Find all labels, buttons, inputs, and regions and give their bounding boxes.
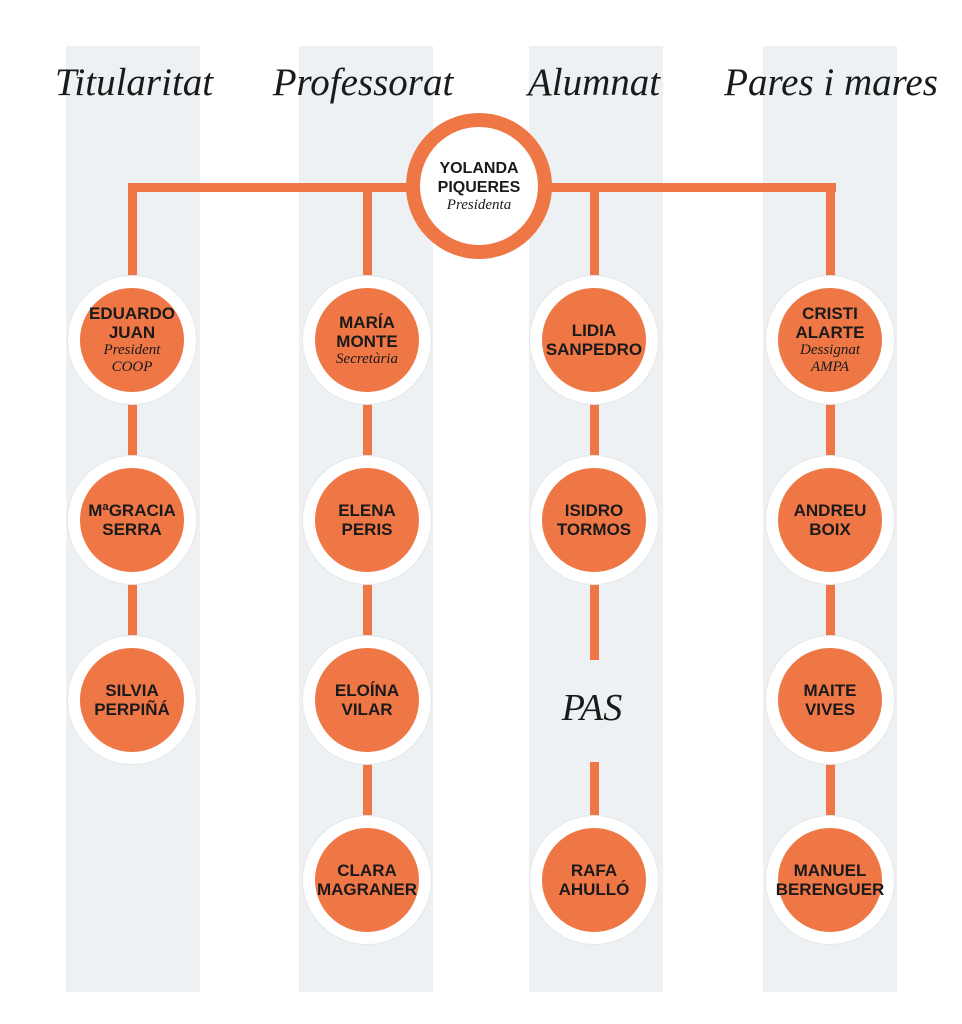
- person-name-line1: SILVIA: [105, 681, 159, 700]
- person-name-line1: YOLANDA: [439, 159, 519, 177]
- person-name-line2: JUAN: [108, 323, 156, 342]
- person-name-line2: PIQUERES: [437, 178, 521, 196]
- person-role: AMPA: [810, 359, 850, 375]
- connector-line: [590, 388, 599, 518]
- person-name-line1: EDUARDO: [89, 304, 175, 323]
- member-node: ISIDRO TORMOS: [530, 456, 658, 584]
- person-name-line2: TORMOS: [556, 520, 632, 539]
- member-node: RAFA AHULLÓ: [530, 816, 658, 944]
- member-node: ELENA PERIS: [303, 456, 431, 584]
- person-name-line1: CLARA: [337, 861, 397, 880]
- connector-line: [363, 388, 372, 518]
- person-name-line2: SERRA: [102, 520, 162, 539]
- member-node: MARÍA MONTE Secretària: [303, 276, 431, 404]
- member-node: ANDREU BOIX: [766, 456, 894, 584]
- person-name-line1: CRISTI: [802, 304, 858, 323]
- person-name-line2: ALARTE: [795, 323, 865, 342]
- connector-line: [590, 568, 599, 660]
- person-role: Dessignat: [800, 342, 860, 358]
- member-node: ELOÍNA VILAR: [303, 636, 431, 764]
- person-name-line2: VILAR: [341, 700, 393, 719]
- member-node: LIDIA SANPEDRO: [530, 276, 658, 404]
- member-node: CLARA MAGRANER: [303, 816, 431, 944]
- column-title-pares: Pares i mares: [724, 61, 938, 104]
- person-name-line1: LIDIA: [571, 321, 617, 340]
- member-node: CRISTI ALARTE Dessignat AMPA: [766, 276, 894, 404]
- person-name-line2: MONTE: [336, 331, 398, 351]
- person-name-line2: AHULLÓ: [558, 880, 630, 899]
- person-name-line2: BERENGUER: [775, 880, 885, 899]
- person-name-line1: ELOÍNA: [334, 681, 400, 700]
- person-name-line2: BOIX: [809, 520, 851, 539]
- person-name-line1: MARÍA: [339, 312, 395, 332]
- president-node: YOLANDA PIQUERES Presidenta: [406, 113, 552, 259]
- person-name-line1: MªGRACIA: [88, 501, 176, 520]
- member-node: EDUARDO JUAN President COOP: [68, 276, 196, 404]
- person-name-line1: ISIDRO: [564, 501, 624, 520]
- person-name-line2: SANPEDRO: [545, 340, 643, 359]
- connector-line: [363, 188, 372, 338]
- member-node: SILVIA PERPIÑÁ: [68, 636, 196, 764]
- person-role: Presidenta: [446, 196, 512, 213]
- person-name-line2: VIVES: [804, 700, 856, 719]
- connector-line: [363, 568, 372, 698]
- person-name-line1: ELENA: [338, 501, 396, 520]
- member-node: MªGRACIA SERRA: [68, 456, 196, 584]
- person-name-line1: MAITE: [803, 681, 857, 700]
- member-node: MANUEL BERENGUER: [766, 816, 894, 944]
- connector-line: [128, 188, 137, 338]
- pas-label: PAS: [561, 687, 623, 729]
- person-name-line2: MAGRANER: [316, 880, 418, 899]
- column-title-titularitat: Titularitat: [54, 61, 214, 104]
- connector-line: [590, 188, 599, 338]
- connector-line: [826, 568, 835, 698]
- connector-line: [363, 748, 372, 878]
- connector-line: [826, 388, 835, 518]
- connector-line: [128, 388, 137, 518]
- person-role: Secretària: [336, 350, 398, 367]
- column-title-professorat: Professorat: [272, 61, 454, 104]
- connector-line: [826, 748, 835, 878]
- person-name-line1: ANDREU: [793, 501, 867, 520]
- column-title-alumnat: Alumnat: [527, 61, 661, 104]
- person-role: COOP: [111, 359, 153, 375]
- connector-line: [128, 568, 137, 698]
- person-name-line1: RAFA: [570, 861, 618, 880]
- member-node: MAITE VIVES: [766, 636, 894, 764]
- person-name-line1: MANUEL: [793, 861, 867, 880]
- person-name-line2: PERIS: [341, 520, 393, 539]
- person-role: President: [103, 342, 161, 358]
- connector-line: [826, 188, 835, 338]
- person-name-line2: PERPIÑÁ: [94, 700, 170, 719]
